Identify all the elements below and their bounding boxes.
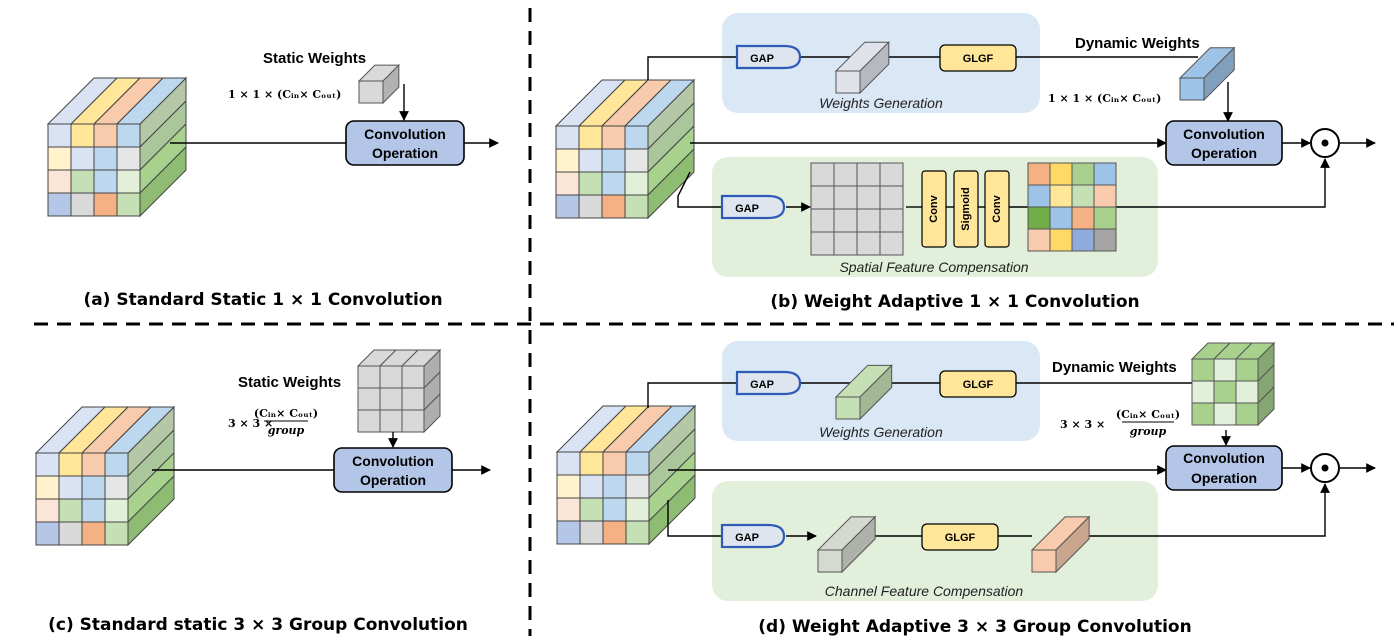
input-feature-cube-c xyxy=(34,405,176,547)
conv-op-line2-b: Operation xyxy=(1191,145,1257,161)
conv1-label-b: Conv xyxy=(928,194,940,222)
conv-op-line1-d: Convolution xyxy=(1183,450,1265,466)
channel-compensation-label-d: Channel Feature Compensation xyxy=(825,583,1024,599)
spatial-compensation-label-b: Spatial Feature Compensation xyxy=(839,259,1028,275)
multiply-dot-b xyxy=(1321,139,1329,147)
conv-op-line1-c: Convolution xyxy=(352,453,434,469)
convolution-operation-box-c xyxy=(333,447,453,493)
pooled-channel-vector-d xyxy=(816,515,877,574)
weights-dim-num-c: (Cᵢₙ× Cₒᵤₜ) xyxy=(254,407,318,420)
panel-b: GAP GLGF Weights Generation Dynamic Weig… xyxy=(554,13,1376,312)
weights-dim-den-d: group xyxy=(1130,425,1167,438)
glgf-block-top-d xyxy=(939,370,1017,398)
glgf-block-bottom-d xyxy=(921,523,999,551)
pooled-vector-d xyxy=(834,364,893,421)
static-weights-label-c: Static Weights xyxy=(238,374,341,391)
weights-generation-label-d: Weights Generation xyxy=(819,424,943,440)
static-kernel-cube-c xyxy=(356,348,442,434)
input-feature-cube-b xyxy=(554,78,696,220)
gap-block-top-b xyxy=(735,44,802,70)
sigmoid-label-b: Sigmoid xyxy=(960,187,972,230)
multiply-dot-d xyxy=(1321,464,1329,472)
panel-b-title: (b) Weight Adaptive 1 × 1 Convolution xyxy=(770,292,1139,312)
gap-block-bottom-d xyxy=(720,523,786,549)
channel-weight-vector-d xyxy=(1030,515,1091,574)
static-weight-bar-a xyxy=(357,63,401,105)
panel-d: GAP GLGF Weights Generation Dynamic Weig… xyxy=(555,341,1376,637)
glgf-top-label-d: GLGF xyxy=(963,379,994,391)
spatial-map-colored-b xyxy=(1027,162,1117,252)
conv-block-2-b xyxy=(984,170,1010,248)
panel-c: Static Weights 3 × 3 × (Cᵢₙ× Cₒᵤₜ) group… xyxy=(34,348,491,635)
gap-block-bottom-b xyxy=(720,194,786,220)
panel-a-title: (a) Standard Static 1 × 1 Convolution xyxy=(83,290,442,310)
glgf-bottom-label-d: GLGF xyxy=(945,532,976,544)
gap-top-label-d: GAP xyxy=(750,379,774,391)
glgf-label-b: GLGF xyxy=(963,53,994,65)
conv-op-line1-b: Convolution xyxy=(1183,126,1265,142)
gap-bottom-label-d: GAP xyxy=(735,532,759,544)
weights-dim-num-d: (Cᵢₙ× Cₒᵤₜ) xyxy=(1116,408,1180,421)
convolution-operation-box-b xyxy=(1165,120,1283,166)
weights-dim-b: 1 × 1 × (Cᵢₙ× Cₒᵤₜ) xyxy=(1048,92,1161,105)
spatial-map-gray-b xyxy=(810,162,904,256)
conv-op-line2-c: Operation xyxy=(360,472,426,488)
input-feature-cube-d xyxy=(555,404,697,546)
gap-top-label-b: GAP xyxy=(750,53,774,65)
weights-dim-pre-c: 3 × 3 × xyxy=(228,417,273,430)
conv-op-line2-d: Operation xyxy=(1191,470,1257,486)
pooled-vector-b xyxy=(834,40,891,95)
conv-op-line2-a: Operation xyxy=(372,145,438,161)
weights-dim-a: 1 × 1 × (Cᵢₙ× Cₒᵤₜ) xyxy=(228,88,341,101)
dynamic-weight-bar-b xyxy=(1178,46,1236,102)
panel-c-title: (c) Standard static 3 × 3 Group Convolut… xyxy=(48,615,468,635)
conv2-label-b: Conv xyxy=(991,194,1003,222)
convolution-operation-box-d xyxy=(1165,445,1283,491)
weights-dim-pre-d: 3 × 3 × xyxy=(1060,418,1105,431)
static-weights-label-a: Static Weights xyxy=(263,50,366,67)
weights-dim-den-c: group xyxy=(268,424,305,437)
dynamic-weights-label-d: Dynamic Weights xyxy=(1052,359,1177,376)
dynamic-weights-label-b: Dynamic Weights xyxy=(1075,35,1200,52)
glgf-block-b xyxy=(939,44,1017,72)
panel-d-title: (d) Weight Adaptive 3 × 3 Group Convolut… xyxy=(758,617,1191,637)
convolution-operation-box-a xyxy=(345,120,465,166)
conv-op-line1-a: Convolution xyxy=(364,126,446,142)
input-feature-cube-a xyxy=(46,76,188,218)
dynamic-kernel-cube-d xyxy=(1190,341,1276,427)
gap-bottom-label-b: GAP xyxy=(735,203,759,215)
gap-block-top-d xyxy=(735,370,802,396)
weights-generation-label-b: Weights Generation xyxy=(819,95,943,111)
panel-a: Static Weights 1 × 1 × (Cᵢₙ× Cₒᵤₜ) Convo… xyxy=(46,50,499,310)
sigmoid-block-b xyxy=(953,170,979,248)
conv-block-1-b xyxy=(921,170,947,248)
